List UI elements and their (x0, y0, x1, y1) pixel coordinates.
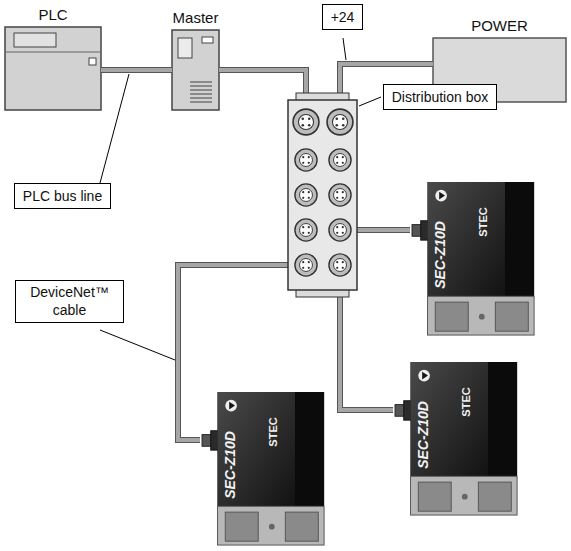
distribution-box-drawing (288, 93, 357, 297)
master-housing (172, 30, 219, 110)
brand-logo: STEC (477, 207, 489, 236)
plc-seam (5, 52, 101, 53)
part-callout: Distribution box (383, 84, 497, 110)
plc-unit: PLC (5, 27, 101, 110)
master-led (202, 37, 213, 43)
connector (329, 219, 351, 241)
leader-line (100, 330, 175, 360)
mass-flow-controller (202, 392, 324, 545)
unit-name: PLC (38, 6, 67, 24)
plc-drawing (5, 27, 101, 110)
connector (295, 254, 317, 276)
master-unit: Master (172, 30, 219, 110)
leader-lines (100, 38, 381, 360)
connector (329, 254, 351, 276)
part-callout: DeviceNet™ cable (15, 280, 124, 323)
part-callout: PLC bus line (14, 183, 111, 209)
plc-module (14, 33, 56, 47)
mass-flow-controller (412, 182, 534, 335)
distribution-box-housing (288, 100, 357, 290)
bus-line-group (101, 70, 172, 71)
unit-name: Master (173, 9, 219, 27)
connector (329, 184, 351, 206)
connector (295, 219, 317, 241)
callout-text: DeviceNet™ cable (24, 284, 116, 319)
connector (295, 184, 317, 206)
unit-name: POWER (471, 17, 528, 35)
model-name: SEC-Z10D (432, 221, 448, 289)
bus-line-edge (101, 67, 172, 73)
plc-housing (5, 27, 101, 110)
callout-text: Distribution box (392, 89, 489, 106)
connector (295, 149, 317, 171)
master-drawing (172, 30, 219, 110)
brand-logo: STEC (267, 417, 279, 446)
devices (202, 182, 534, 545)
mass-flow-controller (395, 362, 517, 515)
voltage-callout: +24 (322, 4, 363, 30)
master-vents (190, 82, 212, 102)
callout-text: +24 (331, 9, 355, 26)
connector (329, 149, 351, 171)
cables (178, 64, 433, 440)
brand-logo: STEC (460, 387, 472, 416)
leader-line (359, 97, 381, 106)
connector (293, 109, 319, 135)
model-name: SEC-Z10D (415, 401, 431, 469)
plc-led (89, 58, 96, 65)
leader-line (343, 38, 346, 60)
callout-text: PLC bus line (23, 188, 102, 205)
master-panel (178, 38, 192, 58)
connector (327, 109, 353, 135)
model-name: SEC-Z10D (222, 431, 238, 499)
bus-line (101, 68, 172, 72)
leader-line (100, 74, 129, 183)
